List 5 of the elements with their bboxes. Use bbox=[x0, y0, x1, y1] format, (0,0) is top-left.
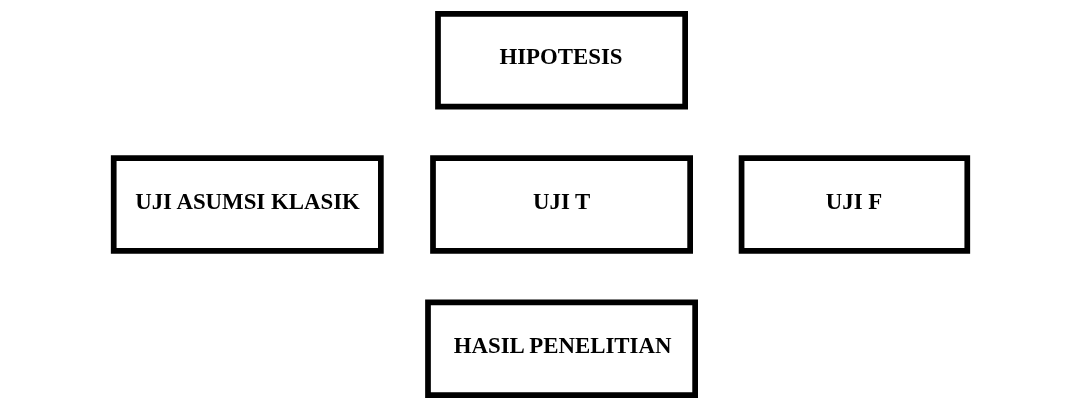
node-box: UJI ASUMSI KLASIK bbox=[110, 155, 384, 254]
node-box: UJI T bbox=[429, 155, 693, 254]
node-box: HASIL PENELITIAN bbox=[424, 299, 698, 399]
node-box: HIPOTESIS bbox=[434, 10, 688, 110]
node-box: UJI F bbox=[738, 155, 970, 254]
